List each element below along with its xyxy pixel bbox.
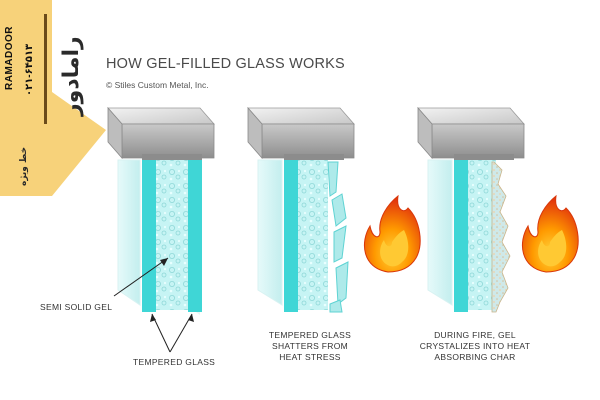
copyright-notice: © Stiles Custom Metal, Inc. [106,80,209,90]
caption-stage-2: TEMPERED GLASS SHATTERS FROM HEAT STRESS [250,330,370,363]
gel-layer [468,160,496,310]
caption-stage-3: DURING FIRE, GEL CRYSTALIZES INTO HEAT A… [405,330,545,363]
watermark-phone-label: خط ویژه [19,147,29,186]
tempered-glass-pane [284,158,298,312]
panel-semi-solid-gel [107,106,215,353]
tempered-glass-pane [188,158,202,312]
shattered-glass-fragments [327,161,349,313]
diagram-title: HOW GEL-FILLED GLASS WORKS [106,56,345,72]
caption-line: HEAT STRESS [279,352,341,362]
gel-layer [298,160,328,310]
watermark-brand: RAMADOOR [4,26,15,90]
gel-layer [156,160,188,310]
label-semi-solid-gel: SEMI SOLID GEL [40,302,113,312]
flame-icon [521,194,579,273]
watermark-badge: رامادور خط ویژه [0,0,106,196]
flame-icon [363,194,421,273]
watermark-logo-text: رامادور [59,36,84,117]
tempered-glass-pane [142,158,156,312]
frame [431,123,525,159]
caption-line: SHATTERS FROM [272,341,348,351]
tempered-glass-pane [454,158,468,312]
caption-line: DURING FIRE, GEL [434,330,516,340]
frame [121,123,215,159]
caption-line: ABSORBING CHAR [434,352,516,362]
label-tempered-glass: TEMPERED GLASS [133,357,216,367]
watermark-phone: ۰۲۱-۶۴۵۱۳ [24,43,35,97]
caption-line: TEMPERED GLASS [268,330,352,340]
panel-crystalizes [417,106,579,313]
panel-shatters [247,106,421,313]
caption-line: CRYSTALIZES INTO HEAT [419,341,531,351]
char-layer [491,161,511,313]
frame [261,123,355,159]
